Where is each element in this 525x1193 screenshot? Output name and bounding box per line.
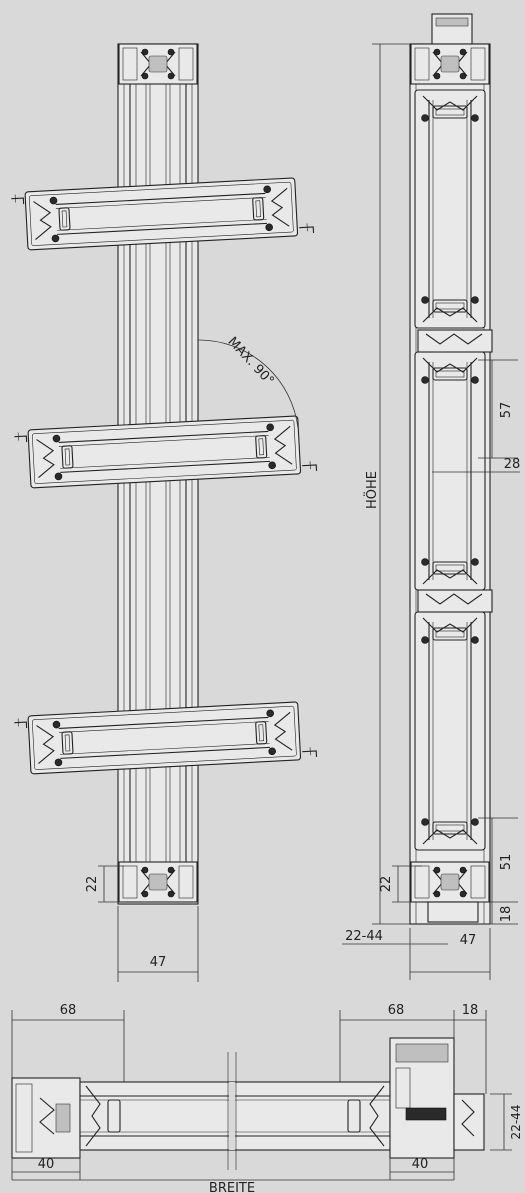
section-connector-2: [417, 589, 493, 613]
section-dim-22-44: 22-44: [345, 929, 383, 944]
section-dim-57: 57: [499, 402, 514, 419]
section-dim-22: 22: [379, 876, 394, 893]
side-top-cap: [118, 43, 198, 85]
plan-dim-40-left: 40: [38, 1157, 55, 1172]
side-dim-22: 22: [85, 876, 100, 893]
section-dim-18: 18: [499, 906, 514, 923]
plan-dim-68-left: 68: [60, 1003, 77, 1018]
section-bottom-cap: [410, 861, 490, 903]
side-blade-middle: [13, 414, 318, 490]
plan-dim-22-44: 22-44: [509, 1105, 523, 1140]
side-bottom-cap: [118, 861, 198, 903]
angle-label: MAX. 90°: [225, 334, 277, 388]
plan-dim-68-right: 68: [388, 1003, 405, 1018]
section-blade-3: [414, 611, 486, 851]
section-view: HÖHE 28 57 51 18 22 22-44 47: [342, 13, 521, 980]
side-blade-top: [10, 176, 315, 252]
section-dim-28: 28: [504, 457, 521, 472]
plan-view: 68 68 18 40 40 BREITE 22-44: [11, 1003, 523, 1193]
side-view: MAX. 90° 22 47: [10, 43, 318, 982]
section-dim-51: 51: [499, 854, 514, 871]
section-dim-47: 47: [460, 933, 477, 948]
section-top-cap: [410, 43, 490, 85]
plan-dim-40-right: 40: [412, 1157, 429, 1172]
plan-dim-18: 18: [462, 1003, 479, 1018]
height-label: HÖHE: [363, 471, 380, 509]
angle-arc: [197, 339, 299, 429]
side-blade-bottom: [13, 700, 318, 776]
side-dim-47: 47: [150, 955, 167, 970]
section-connector-1: [417, 329, 493, 353]
section-blade-2: [414, 351, 486, 591]
section-blade-1: [414, 89, 486, 329]
width-label: BREITE: [209, 1181, 255, 1193]
